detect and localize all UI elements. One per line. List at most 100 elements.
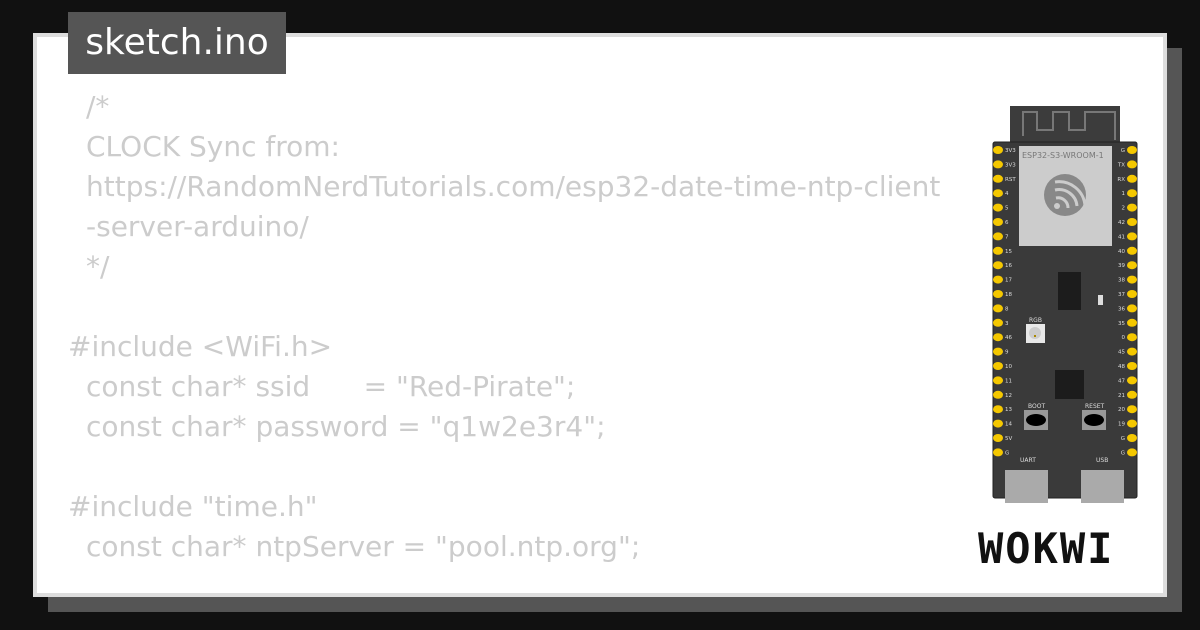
pin-36[interactable] <box>1127 304 1137 313</box>
pin-label: 45 <box>1118 350 1125 356</box>
pin-label: 7 <box>1005 234 1009 240</box>
reset-label: RESET <box>1085 403 1105 410</box>
pin-14[interactable] <box>993 419 1003 428</box>
pin-label: G <box>1121 450 1125 456</box>
pin-label: 48 <box>1118 364 1125 370</box>
pin-label: 42 <box>1118 220 1125 226</box>
pin-label: 15 <box>1005 249 1012 255</box>
code-line <box>68 287 948 327</box>
pin-8[interactable] <box>993 304 1003 313</box>
pin-label: 8 <box>1005 306 1009 312</box>
pin-label: 20 <box>1118 407 1125 413</box>
pin-label: TX <box>1117 162 1125 168</box>
pin-label: 3 <box>1005 321 1009 327</box>
pin-RST[interactable] <box>993 174 1003 183</box>
pin-label: 9 <box>1005 350 1009 356</box>
pin-41[interactable] <box>1127 232 1137 241</box>
pin-5[interactable] <box>993 203 1003 212</box>
pin-label: 41 <box>1118 234 1125 240</box>
code-view: /*CLOCK Sync from:https://RandomNerdTuto… <box>68 87 948 567</box>
code-line: /* <box>86 90 110 123</box>
pin-19[interactable] <box>1127 419 1137 428</box>
pin-label: 19 <box>1118 422 1125 428</box>
usb-chip <box>1055 370 1084 399</box>
pin-39[interactable] <box>1127 261 1137 270</box>
pin-TX[interactable] <box>1127 160 1137 169</box>
pin-3V3[interactable] <box>993 160 1003 169</box>
pin-48[interactable] <box>1127 362 1137 370</box>
pin-RX[interactable] <box>1127 174 1137 183</box>
code-line <box>68 447 948 487</box>
pin-13[interactable] <box>993 405 1003 414</box>
pin-label: 11 <box>1005 378 1012 384</box>
pin-label: 38 <box>1118 278 1125 284</box>
pin-45[interactable] <box>1127 347 1137 356</box>
usb-port[interactable] <box>1081 470 1124 503</box>
pin-46[interactable] <box>993 333 1003 342</box>
pin-label: 16 <box>1005 263 1012 269</box>
chip <box>1058 272 1081 310</box>
code-line: #include "time.h" <box>68 490 318 523</box>
pin-40[interactable] <box>1127 246 1137 255</box>
pin-label: 17 <box>1005 278 1012 284</box>
pin-20[interactable] <box>1127 405 1137 414</box>
pin-label: 13 <box>1005 407 1012 413</box>
pin-5V[interactable] <box>993 434 1003 442</box>
pin-10[interactable] <box>993 362 1003 370</box>
pin-label: 6 <box>1005 220 1009 226</box>
pin-7[interactable] <box>993 232 1003 241</box>
pin-3V3[interactable] <box>993 146 1003 154</box>
pin-9[interactable] <box>993 347 1003 356</box>
pin-17[interactable] <box>993 275 1003 284</box>
pin-label: 5V <box>1005 436 1012 442</box>
pin-label: RX <box>1117 177 1125 183</box>
code-line: #include <WiFi.h> <box>68 330 333 363</box>
pin-0[interactable] <box>1127 333 1137 342</box>
wokwi-logo: WOKWI <box>978 524 1115 573</box>
esp32-s3-devkit-board[interactable]: ESP32-S3-WROOM-1 RGB BOOT RESET UART USB… <box>985 100 1145 505</box>
file-tab[interactable]: sketch.ino <box>68 12 286 74</box>
led <box>1098 295 1103 305</box>
rgb-label: RGB <box>1029 317 1042 324</box>
pin-35[interactable] <box>1127 318 1137 327</box>
pin-15[interactable] <box>993 246 1003 255</box>
pin-label: 10 <box>1005 364 1012 370</box>
pin-38[interactable] <box>1127 275 1137 284</box>
pin-47[interactable] <box>1127 376 1137 385</box>
pin-42[interactable] <box>1127 218 1137 226</box>
pin-label: 3V3 <box>1005 148 1016 154</box>
pin-label: 12 <box>1005 393 1012 399</box>
pin-21[interactable] <box>1127 390 1137 399</box>
pin-37[interactable] <box>1127 290 1137 298</box>
code-preview-card: /*CLOCK Sync from:https://RandomNerdTuto… <box>33 33 1167 597</box>
pin-18[interactable] <box>993 290 1003 298</box>
pin-16[interactable] <box>993 261 1003 270</box>
pin-G[interactable] <box>993 448 1003 457</box>
pin-label: 2 <box>1122 206 1126 212</box>
pin-3[interactable] <box>993 318 1003 327</box>
pin-label: G <box>1121 436 1125 442</box>
pin-label: 1 <box>1122 191 1126 197</box>
pin-6[interactable] <box>993 218 1003 226</box>
code-line: https://RandomNerdTutorials.com/esp32-da… <box>86 170 941 243</box>
reset-button[interactable] <box>1082 410 1106 430</box>
pin-label: 0 <box>1122 335 1126 341</box>
code-line: const char* ntpServer = "pool.ntp.org"; <box>86 530 641 563</box>
pin-G[interactable] <box>1127 448 1137 457</box>
uart-usb-port[interactable] <box>1005 470 1048 503</box>
pin-label: 35 <box>1118 321 1125 327</box>
pin-G[interactable] <box>1127 434 1137 442</box>
pin-label: 5 <box>1005 206 1009 212</box>
pin-11[interactable] <box>993 376 1003 385</box>
pin-1[interactable] <box>1127 189 1137 198</box>
pin-12[interactable] <box>993 390 1003 399</box>
pin-label: 39 <box>1118 263 1125 269</box>
pin-label: G <box>1005 450 1009 456</box>
pin-2[interactable] <box>1127 203 1137 212</box>
pin-G[interactable] <box>1127 146 1137 154</box>
pin-label: 47 <box>1118 378 1125 384</box>
boot-button[interactable] <box>1024 410 1048 430</box>
pin-label: 37 <box>1118 292 1125 298</box>
pin-4[interactable] <box>993 189 1003 198</box>
pin-label: 18 <box>1005 292 1012 298</box>
